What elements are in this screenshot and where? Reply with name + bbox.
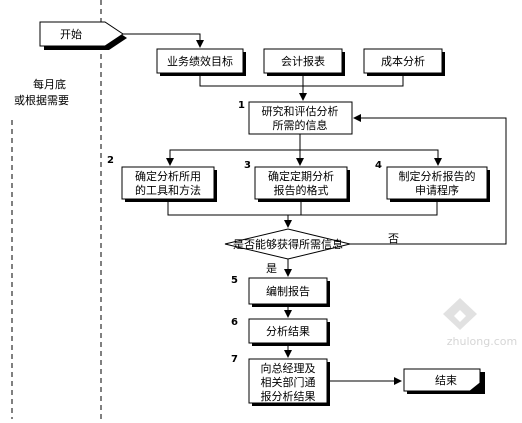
step-2-line-2: 的工具和方法 bbox=[135, 183, 201, 197]
step-3-box: 确定定期分析 报告的格式 bbox=[254, 166, 350, 202]
step-5-line-1: 编制报告 bbox=[266, 284, 310, 298]
step-4-box: 制定分析报告的 申请程序 bbox=[386, 166, 490, 202]
side-note-line-1: 每月底 bbox=[33, 77, 66, 91]
watermark: zhulong.com bbox=[443, 298, 517, 348]
step-6-box: 分析结果 bbox=[248, 318, 330, 346]
step-7-number: 7 bbox=[231, 354, 238, 365]
decision-no-label: 否 bbox=[388, 232, 399, 245]
step-2-line-1: 确定分析所用 bbox=[135, 169, 201, 183]
start-label: 开始 bbox=[60, 27, 82, 41]
step-7-line-3: 报分析结果 bbox=[261, 389, 316, 403]
watermark-text: zhulong.com bbox=[447, 335, 517, 348]
step-4-line-2: 申请程序 bbox=[415, 183, 459, 197]
step-7-line-1: 向总经理及 bbox=[261, 361, 316, 375]
input-box-accounting-reports: 会计报表 bbox=[263, 48, 345, 76]
step-1-line-1: 研究和评估分析 bbox=[262, 104, 339, 118]
step-7-line-2: 相关部门通 bbox=[261, 375, 316, 389]
input-cost-analysis: 成本分析 bbox=[381, 54, 425, 68]
end-node: 结束 bbox=[403, 368, 485, 394]
step-6-number: 6 bbox=[231, 317, 238, 328]
step-4-line-1: 制定分析报告的 bbox=[399, 169, 476, 183]
step-2-box: 确定分析所用 的工具和方法 bbox=[121, 166, 217, 202]
decision-label: 是否能够获得所需信息 bbox=[233, 237, 343, 251]
end-label: 结束 bbox=[435, 374, 457, 387]
start-node: 开始 bbox=[39, 21, 127, 50]
step-3-number: 3 bbox=[244, 160, 251, 171]
step-5-number: 5 bbox=[231, 275, 238, 286]
decision-diamond: 是否能够获得所需信息 bbox=[224, 228, 351, 260]
input-box-cost-analysis: 成本分析 bbox=[363, 48, 445, 76]
step-1-number: 1 bbox=[238, 100, 245, 111]
step-4-number: 4 bbox=[375, 160, 382, 171]
decision-yes-label: 是 bbox=[266, 262, 277, 275]
input-accounting-reports: 会计报表 bbox=[281, 54, 325, 68]
watermark-logo bbox=[443, 298, 477, 330]
step-6-line-1: 分析结果 bbox=[266, 324, 310, 338]
step-5-box: 编制报告 bbox=[248, 277, 330, 307]
input-performance-goals: 业务绩效目标 bbox=[167, 54, 233, 68]
step-1-line-2: 所需的信息 bbox=[273, 118, 328, 132]
step-3-line-1: 确定定期分析 bbox=[268, 169, 334, 183]
step-2-number: 2 bbox=[107, 155, 114, 166]
step-7-box: 向总经理及 相关部门通 报分析结果 bbox=[248, 358, 330, 406]
input-box-performance-goals: 业务绩效目标 bbox=[156, 48, 246, 76]
side-note-line-2: 或根据需要 bbox=[14, 93, 69, 107]
step-1-box: 研究和评估分析 所需的信息 bbox=[248, 101, 353, 135]
step-3-line-2: 报告的格式 bbox=[274, 183, 329, 197]
